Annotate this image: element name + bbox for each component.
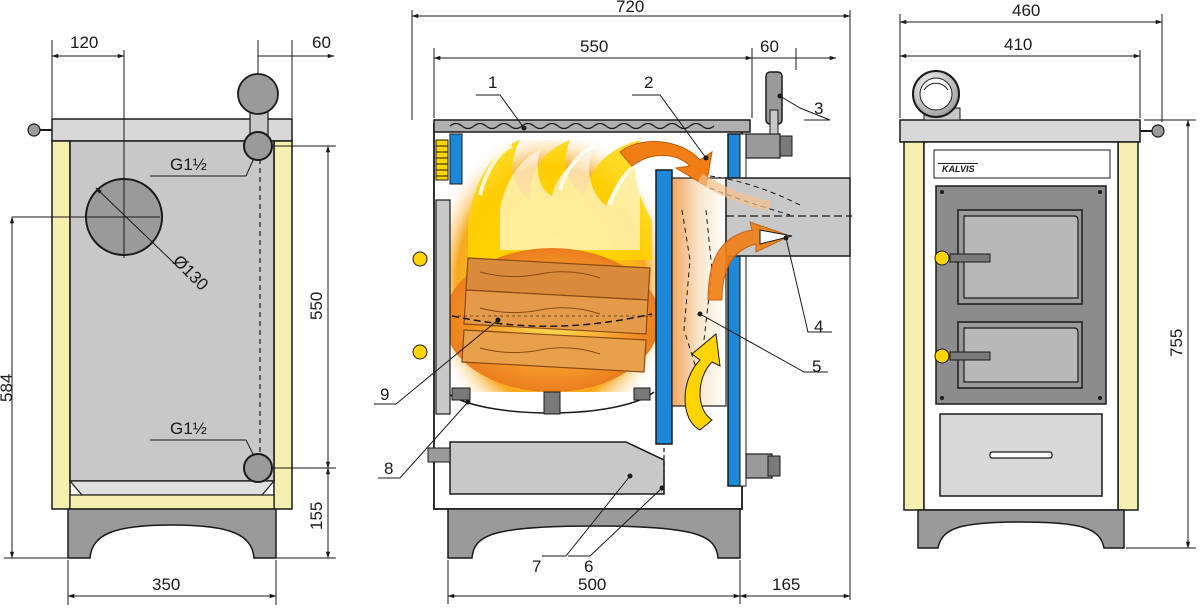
label-lower-connection: G1½	[170, 419, 207, 438]
side-strip-left	[51, 140, 71, 510]
base-stand	[67, 508, 277, 559]
callout-2: 2	[644, 73, 653, 92]
side-strip-right	[273, 140, 293, 510]
label-upper-connection: G1½	[170, 155, 207, 174]
front-strip-left	[903, 141, 925, 511]
flames	[468, 140, 652, 260]
base-stand-middle	[447, 508, 741, 559]
ash-drawer	[449, 441, 665, 495]
front-door	[435, 199, 451, 415]
gas-arrow-low	[684, 333, 721, 431]
water-jacket-top	[449, 133, 463, 185]
dim-flue-depth: 165	[772, 575, 800, 594]
callout-9: 9	[380, 385, 389, 404]
dim-height-base: 155	[307, 502, 326, 530]
thermometer-gauge	[237, 73, 279, 115]
right-view: KALVIS 460 410 755	[899, 1, 1196, 549]
baffle-plate	[655, 169, 673, 445]
dim-height-mid: 550	[307, 292, 326, 320]
upper-door-knob	[934, 250, 950, 266]
dim-height-front: 755	[1167, 329, 1186, 357]
dim-total-width: 720	[616, 0, 644, 16]
callout-5: 5	[812, 357, 821, 376]
callout-6: 6	[584, 557, 593, 576]
lower-connection	[243, 453, 273, 483]
left-view: G1½ G1½ Ø130 120 60 584 550 155 350	[0, 33, 336, 605]
callout-8: 8	[384, 459, 393, 478]
callout-1: 1	[488, 73, 497, 92]
dim-top-right: 60	[312, 33, 331, 52]
door-knob-upper	[412, 251, 428, 267]
lower-door-knob	[934, 348, 950, 364]
dim-base-width: 500	[578, 575, 606, 594]
top-plate-front	[899, 119, 1141, 143]
hinge-knob	[27, 123, 41, 137]
dim-connection: 60	[760, 37, 779, 56]
brand-logo: KALVIS	[942, 164, 975, 174]
callout-7: 7	[532, 557, 541, 576]
wood-logs	[461, 257, 651, 373]
dim-inner-width: 550	[580, 37, 608, 56]
front-strip-right	[1117, 141, 1139, 511]
callout-3: 3	[814, 99, 823, 118]
dim-inner-width-front: 410	[1004, 35, 1032, 54]
callout-4: 4	[814, 317, 823, 336]
dim-top-left: 120	[70, 33, 98, 52]
base-stand-front	[917, 509, 1125, 549]
ash-lip	[68, 480, 276, 496]
door-knob-lower	[412, 344, 428, 360]
dim-width: 350	[152, 575, 180, 594]
callout-leaders	[374, 94, 832, 557]
upper-connection	[243, 131, 273, 161]
dim-outer-width: 460	[1012, 1, 1040, 20]
dim-height-total: 584	[0, 374, 16, 402]
middle-view: 1 2 3 4 5 6 7 8 9 720 550 60 500 165	[374, 0, 852, 604]
ash-drawer-handle	[989, 451, 1053, 459]
